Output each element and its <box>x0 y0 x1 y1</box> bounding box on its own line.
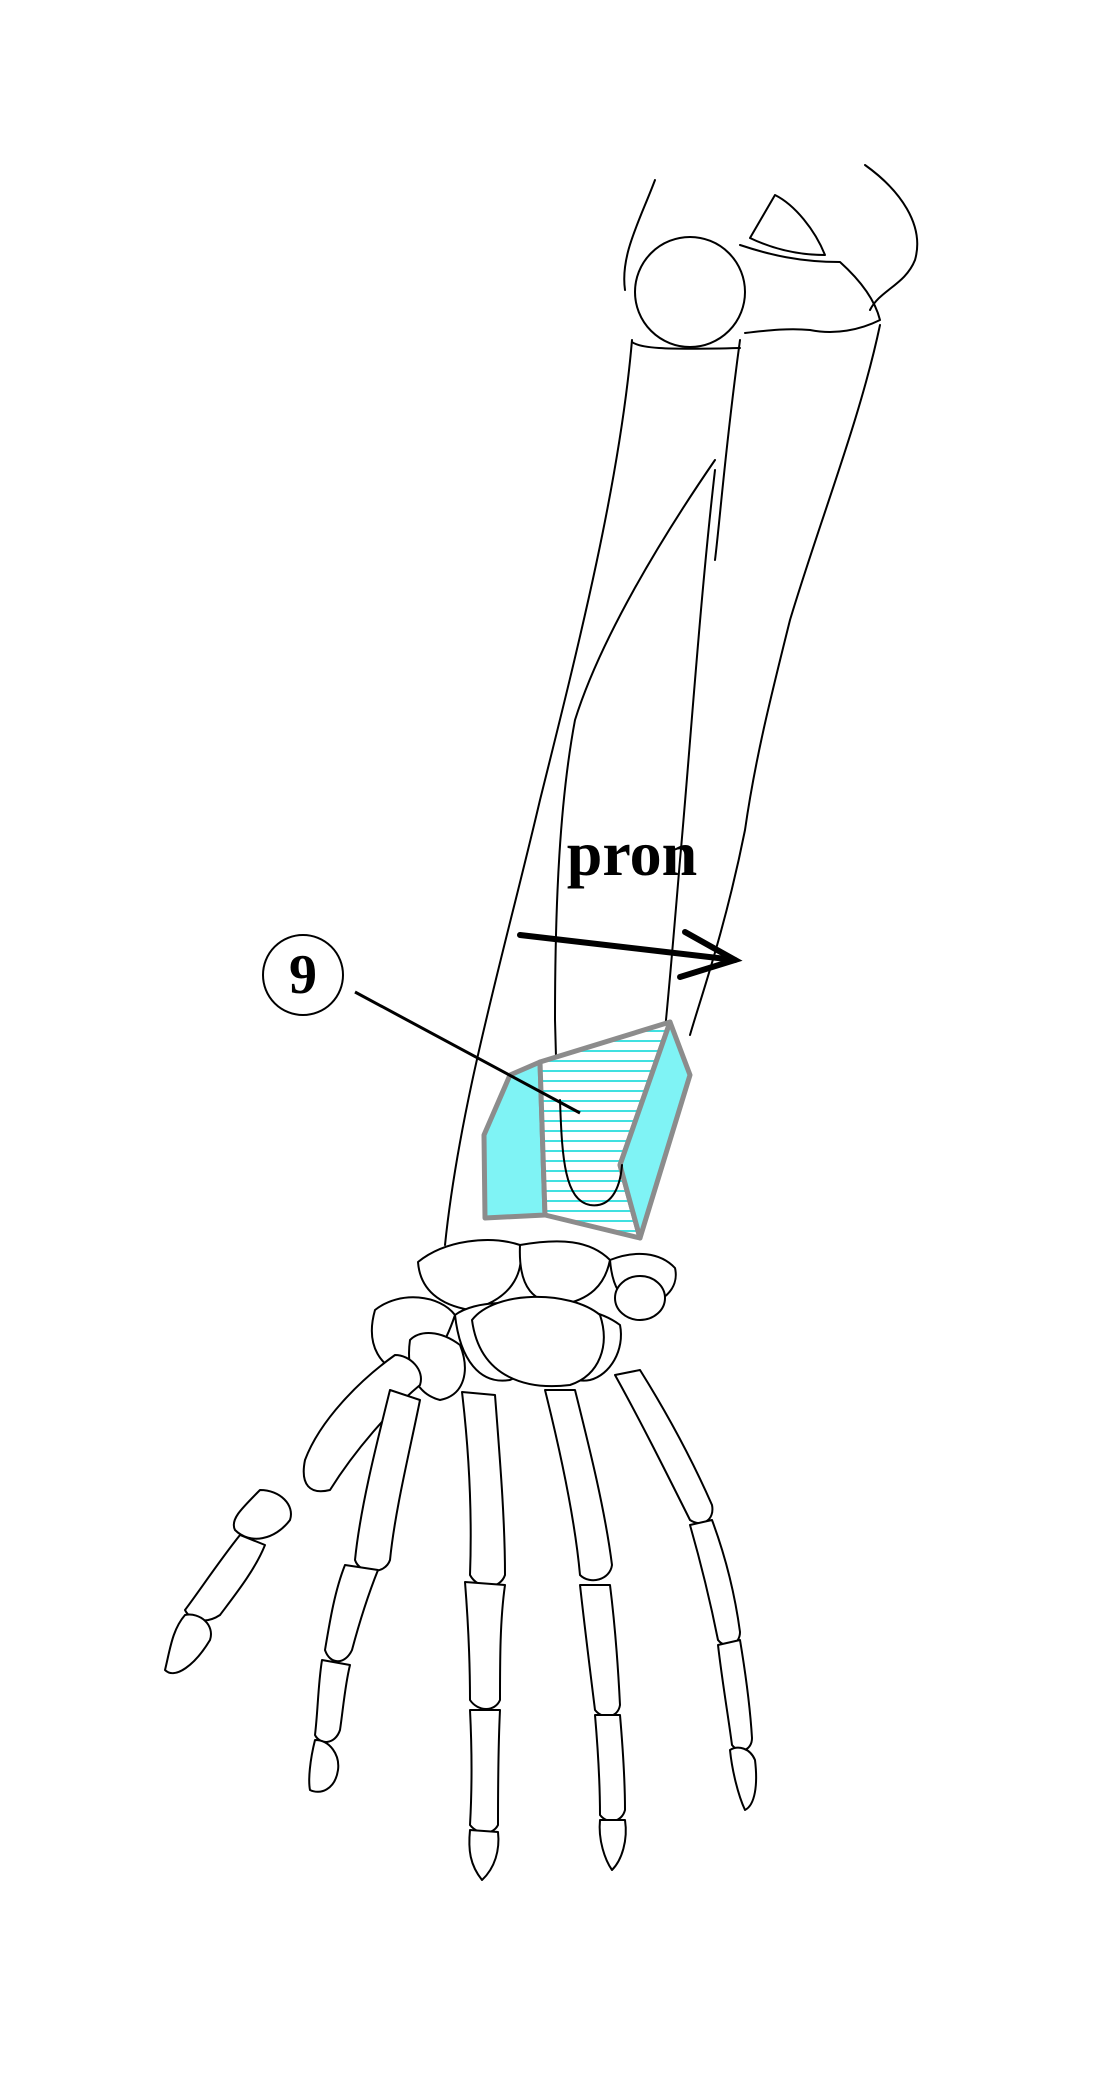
movement-label: pron <box>567 818 697 889</box>
radial-head <box>634 236 746 348</box>
middle-finger-bones <box>461 1391 506 1881</box>
muscle-right-part <box>617 1019 693 1241</box>
muscle-left-part <box>481 1059 548 1221</box>
muscle-leader-line <box>354 990 581 1115</box>
ring-finger-bones <box>544 1389 627 1871</box>
thumb-bones <box>164 1354 422 1675</box>
little-finger-bones <box>614 1369 758 1811</box>
muscle-number-callout: 9 <box>262 934 344 1016</box>
index-finger-bones <box>308 1389 421 1793</box>
pronation-arrow <box>517 929 743 980</box>
pronator-quadratus-muscle <box>481 1019 693 1241</box>
number-circle <box>262 934 344 1016</box>
muscle-number-label: 9 <box>289 944 317 1006</box>
pisiform-bone <box>614 1275 666 1321</box>
humerus-distal-end <box>623 164 919 334</box>
radius-bone <box>444 339 741 1246</box>
